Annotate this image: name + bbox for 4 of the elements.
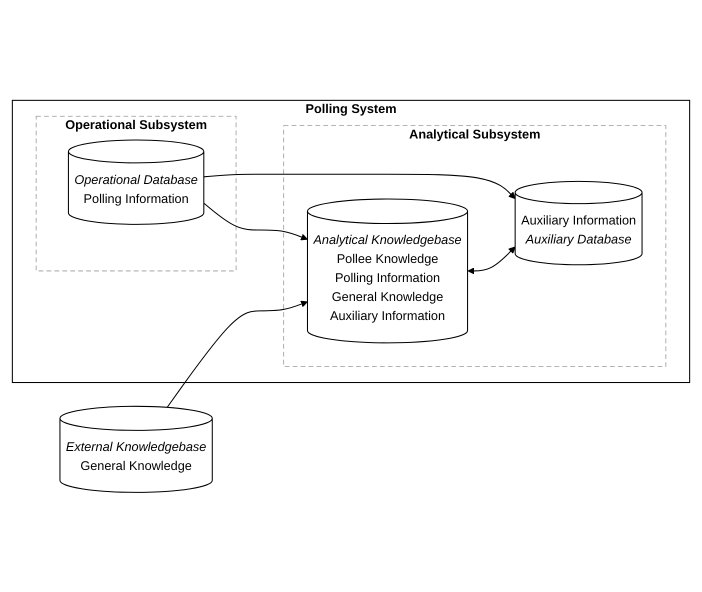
arrow (204, 173, 516, 199)
arrow (468, 246, 516, 274)
arrow (203, 202, 308, 240)
arrow (166, 300, 308, 408)
